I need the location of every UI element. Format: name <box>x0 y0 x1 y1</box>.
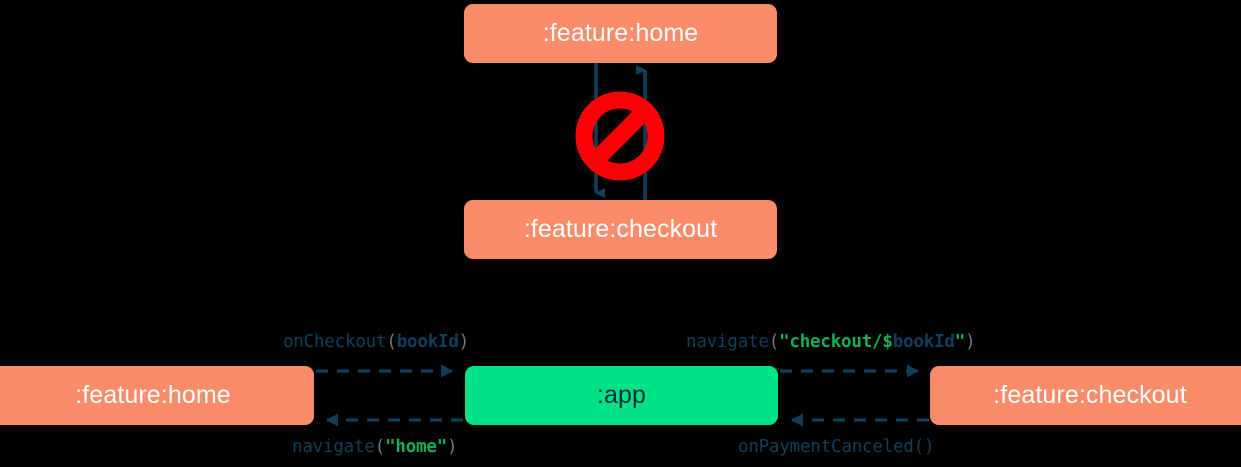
code-token-punct: ( <box>374 437 386 457</box>
edge-label-on-payment-canceled: onPaymentCanceled() <box>738 437 935 457</box>
module-node-feature-home-top[interactable]: :feature:home <box>464 4 777 63</box>
code-token-punct: ) <box>965 332 976 352</box>
code-token-str: "checkout/$ <box>779 332 893 352</box>
code-token-fn: onCheckout <box>283 332 387 352</box>
code-token-ident: bookId <box>396 332 459 352</box>
code-token-punct: ) <box>458 332 470 352</box>
code-token-str: "home" <box>385 437 448 457</box>
edge-label-navigate-home: navigate("home") <box>292 437 458 457</box>
code-token-punct: ( <box>386 332 397 352</box>
code-token-punct: ) <box>447 437 458 457</box>
code-token-var: bookId <box>892 332 955 352</box>
module-node-feature-checkout-top[interactable]: :feature:checkout <box>464 200 777 259</box>
code-token-fn: onPaymentCanceled() <box>738 437 935 457</box>
code-token-fn: navigate <box>292 437 375 457</box>
module-node-feature-checkout-bottom[interactable]: :feature:checkout <box>930 366 1241 425</box>
code-token-fn: navigate <box>686 332 769 352</box>
prohibition-icon <box>575 91 665 181</box>
module-node-app[interactable]: :app <box>465 366 778 425</box>
code-token-punct: ( <box>768 332 780 352</box>
module-node-feature-home-bottom[interactable]: :feature:home <box>0 366 314 425</box>
edge-label-on-checkout: onCheckout(bookId) <box>283 332 469 352</box>
code-token-str: " <box>954 332 966 352</box>
edge-label-navigate-checkout: navigate("checkout/$bookId") <box>686 332 976 352</box>
